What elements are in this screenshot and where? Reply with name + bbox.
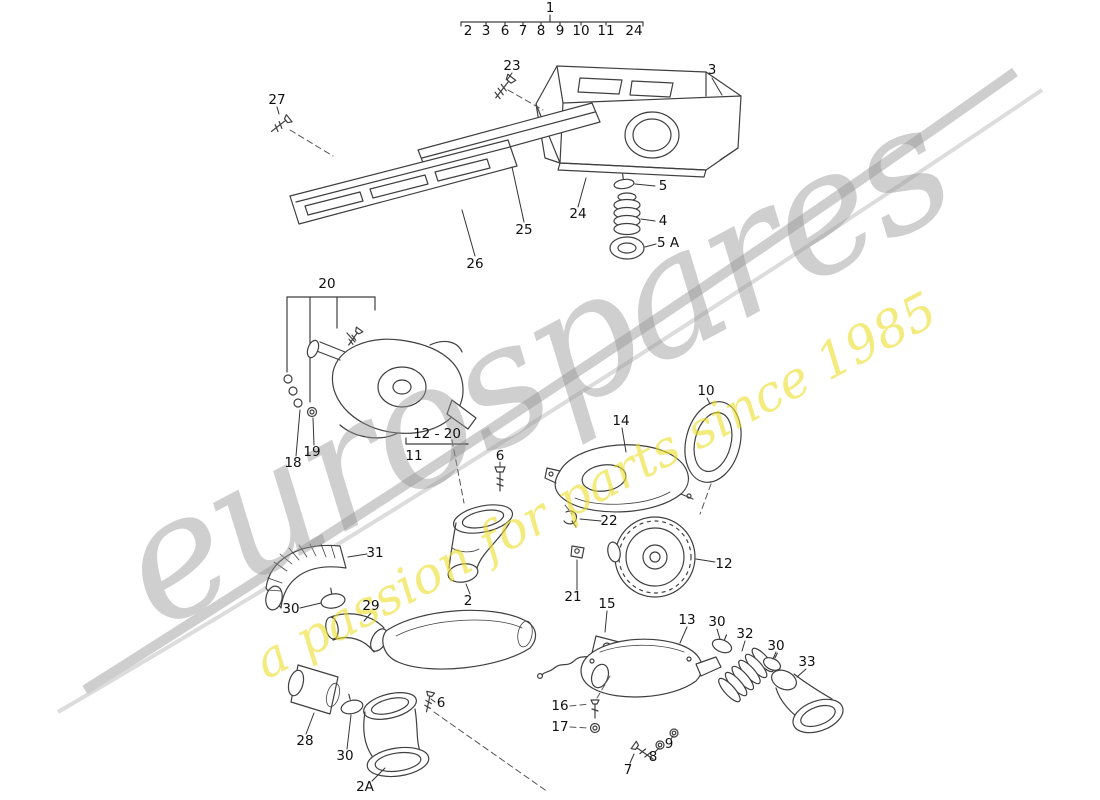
part-27-screw-drawing <box>270 114 293 133</box>
part-label-5: 5 <box>658 178 668 194</box>
part-label-2: 2 <box>463 593 473 609</box>
part-22-clip-drawing <box>563 510 578 528</box>
part-label-10: 10 <box>697 383 715 399</box>
center-flat-duct-drawing <box>382 609 537 670</box>
part-label-10: 10 <box>572 23 590 39</box>
part-label-19: 19 <box>303 444 321 460</box>
leader-lines <box>276 72 807 782</box>
part-28-hose-drawing <box>287 664 340 715</box>
part-label-3: 3 <box>707 62 717 78</box>
part-label-31: 31 <box>366 545 384 561</box>
index-bracket <box>460 14 644 27</box>
part-label-12-20: 12 - 20 <box>413 426 461 442</box>
part-26-panel-drawing <box>289 139 518 225</box>
part-6-screw-lower-drawing <box>424 690 436 713</box>
part-10-gasket-drawing <box>684 401 742 483</box>
part-label-33: 33 <box>798 654 816 670</box>
part-label-15: 15 <box>598 596 616 612</box>
part-2-elbow-drawing <box>447 504 514 583</box>
part-31-hose-drawing <box>265 543 347 611</box>
part-label-8: 8 <box>648 749 658 765</box>
part-7-screw-drawing <box>630 740 654 760</box>
part-11-blower-drawing <box>306 332 477 445</box>
part-label-29: 29 <box>362 598 380 614</box>
part-label-5a: 5 A <box>656 235 680 251</box>
part-label-13: 13 <box>678 612 696 628</box>
part-5a-grommet-drawing <box>609 236 645 260</box>
part-label-21: 21 <box>564 589 582 605</box>
part-16-screw-drawing <box>590 699 600 719</box>
part-9-washer-drawing <box>669 728 679 738</box>
part-12-motor-drawing <box>607 516 696 598</box>
part-label-24: 24 <box>569 206 587 222</box>
part-label-30: 30 <box>282 601 300 617</box>
part-3-air-box-drawing <box>535 65 742 178</box>
part-14-shell-drawing <box>544 444 694 513</box>
part-label-25: 25 <box>515 222 533 238</box>
part-label-3: 3 <box>481 23 491 39</box>
part-label-6: 6 <box>436 695 446 711</box>
part-label-26: 26 <box>466 256 484 272</box>
part-label-2a: 2A <box>356 779 374 795</box>
part-label-9: 9 <box>664 736 674 752</box>
part-6-screw-upper-drawing <box>494 466 506 492</box>
part-label-6: 6 <box>500 23 510 39</box>
part-label-11: 11 <box>405 448 423 464</box>
part-30-clamp-c-drawing <box>711 634 733 654</box>
part-label-18: 18 <box>284 455 302 471</box>
part-label-6: 6 <box>495 448 505 464</box>
part-label-22: 22 <box>600 513 618 529</box>
part-label-30: 30 <box>767 638 785 654</box>
part-label-17: 17 <box>551 719 569 735</box>
part-17-washer-drawing <box>589 722 601 734</box>
part-label-32: 32 <box>736 626 754 642</box>
part-label-7: 7 <box>518 23 528 39</box>
part-label-27: 27 <box>268 92 286 108</box>
part-4-bellows-drawing <box>613 192 641 236</box>
part-label-7: 7 <box>623 762 633 778</box>
part-label-30: 30 <box>708 614 726 630</box>
part-label-24: 24 <box>625 23 643 39</box>
part-label-16: 16 <box>551 698 569 714</box>
part-21-clip-drawing <box>570 545 585 559</box>
part-8-washer-drawing <box>655 740 665 750</box>
part-20-hardware-drawing <box>283 296 376 418</box>
part-label-11: 11 <box>597 23 615 39</box>
part-label-4: 4 <box>658 213 668 229</box>
part-label-1: 1 <box>545 0 555 16</box>
part-label-8: 8 <box>536 23 546 39</box>
part-label-12: 12 <box>715 556 733 572</box>
part-label-14: 14 <box>612 413 630 429</box>
part-label-23: 23 <box>503 58 521 74</box>
part-13-shell-drawing <box>580 638 722 698</box>
construction-lines <box>289 89 712 793</box>
part-5-clamp-drawing <box>613 173 635 190</box>
part-23-screw-drawing <box>494 73 517 100</box>
part-33-outlet-drawing <box>771 669 844 734</box>
part-2a-elbow-drawing <box>363 692 430 778</box>
part-label-30: 30 <box>336 748 354 764</box>
part-label-2: 2 <box>463 23 473 39</box>
part-30-clamp-d-drawing <box>762 652 782 671</box>
part-30-clamp-b-drawing <box>340 693 364 715</box>
part-label-20: 20 <box>318 276 336 292</box>
part-label-9: 9 <box>555 23 565 39</box>
part-label-28: 28 <box>296 733 314 749</box>
